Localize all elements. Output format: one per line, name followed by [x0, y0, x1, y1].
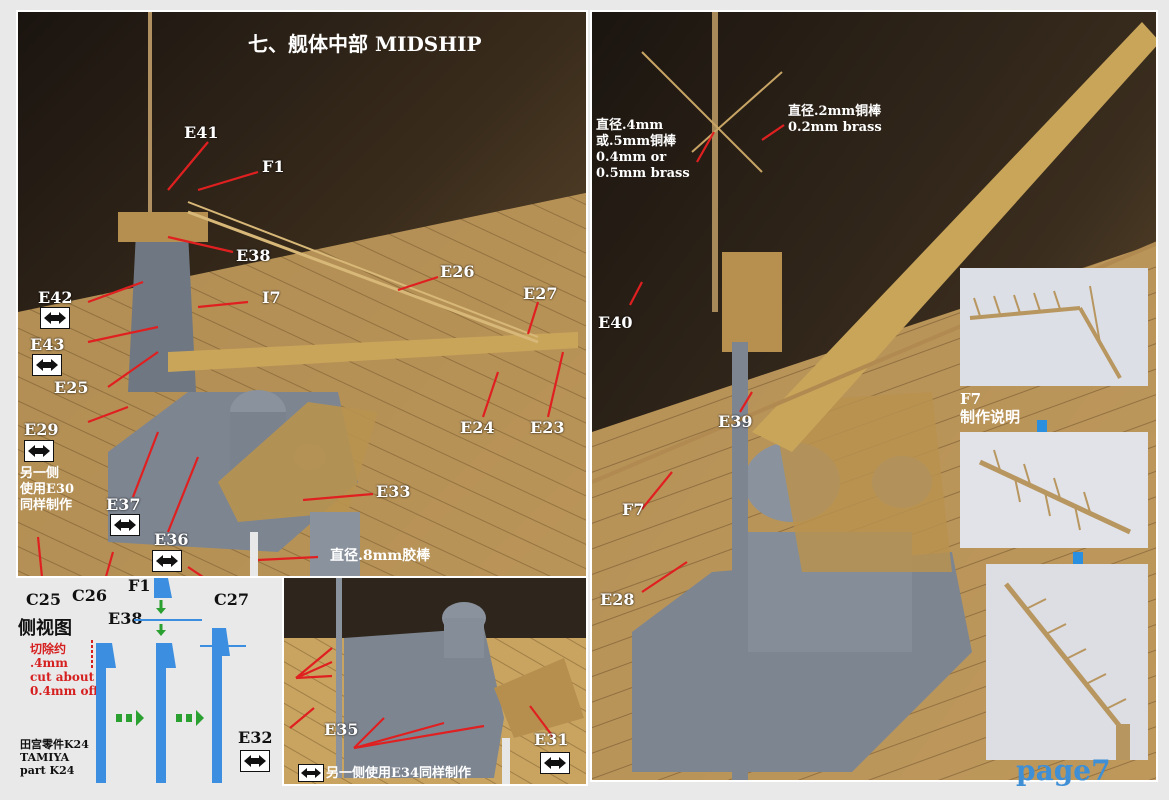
label-e38-side: E38 — [108, 609, 143, 628]
side-view-title: 侧视图 — [18, 618, 72, 639]
tamiya-note-1: 田宫零件K24 — [20, 738, 89, 751]
rod-note-1-line-1: 直径.4mm — [596, 118, 664, 133]
right-photo-panel: 直径.4mm 或.5mm铜棒 0.4mm or 0.5mm brass 直径.2… — [590, 10, 1158, 782]
mirror-icon — [24, 440, 54, 462]
side-view-drawing — [91, 578, 246, 783]
right-leader-lines — [629, 124, 785, 593]
label-e38: E38 — [236, 246, 271, 265]
cut-note-3: cut about — [30, 670, 95, 684]
rod-note-1-line-4: 0.5mm brass — [596, 166, 690, 181]
label-e24: E24 — [460, 418, 495, 437]
label-e43: E43 — [30, 335, 65, 354]
label-f7: F7 — [622, 500, 645, 519]
note-other-side: 另一侧 使用E30 同样制作 — [20, 466, 74, 514]
side-view-diagram: F1 E38 侧视图 切除约 .4mm cut about 0.4mm off … — [16, 578, 280, 790]
detail-photo-panel: H1 E35 E31 另一侧使用E34同样制作 — [282, 576, 588, 786]
mirror-icon — [152, 550, 182, 572]
detail-note: 另一侧使用E34同样制作 — [326, 766, 471, 781]
mirror-icon — [298, 764, 324, 782]
mirror-icon — [32, 354, 62, 376]
rod-note-1-line-2: 或.5mm铜棒 — [596, 134, 677, 149]
cut-note: 切除约 .4mm cut about 0.4mm off — [30, 642, 98, 698]
tamiya-note-3: part K24 — [20, 764, 75, 777]
label-e31: E31 — [534, 730, 569, 749]
label-e35: E35 — [324, 720, 359, 739]
page-number: page7 — [1016, 754, 1111, 787]
label-f1: F1 — [262, 157, 285, 176]
rod-note-1-line-3: 0.4mm or — [596, 150, 667, 165]
f7-photo-3 — [986, 564, 1148, 760]
label-e39: E39 — [718, 412, 753, 431]
rod-note-2-line-2: 0.2mm brass — [788, 120, 882, 135]
tamiya-note: 田宫零件K24 TAMIYA part K24 — [20, 738, 89, 777]
main-photo — [18, 12, 586, 576]
page-title: 七、舰体中部 MIDSHIP — [248, 32, 482, 56]
label-e37: E37 — [106, 495, 141, 514]
label-e42: E42 — [38, 288, 73, 307]
note-line-3: 同样制作 — [20, 498, 73, 513]
cut-note-4: 0.4mm off — [30, 684, 99, 698]
mirror-icon — [40, 307, 70, 329]
label-e36: E36 — [154, 530, 189, 549]
label-c25: C25 — [26, 590, 61, 609]
rod-note-2: 直径.2mm铜棒 0.2mm brass — [788, 104, 882, 136]
label-c27: C27 — [214, 590, 249, 609]
label-e33: E33 — [376, 482, 411, 501]
label-e41: E41 — [184, 123, 219, 142]
f7-title: F7 — [960, 390, 982, 408]
label-c26: C26 — [72, 586, 107, 605]
detail-leader-lines — [289, 647, 555, 750]
f7-instruction-title: F7 制作说明 — [960, 390, 1020, 426]
tamiya-note-2: TAMIYA — [20, 751, 70, 764]
mirror-icon — [110, 514, 140, 536]
label-e26: E26 — [440, 262, 475, 281]
label-e40: E40 — [598, 313, 633, 332]
label-e25: E25 — [54, 378, 89, 397]
note-line-2: 使用E30 — [20, 482, 74, 497]
f7-subtitle: 制作说明 — [960, 408, 1021, 426]
label-e29: E29 — [24, 420, 59, 439]
mirror-icon — [540, 752, 570, 774]
label-e32: E32 — [238, 728, 273, 747]
cut-note-1: 切除约 — [30, 642, 67, 656]
rod-note-1: 直径.4mm 或.5mm铜棒 0.4mm or 0.5mm brass — [596, 118, 690, 182]
main-photo-panel: 七、舰体中部 MIDSHIP E41 F1 E38 E26 E27 E42 I7… — [16, 10, 588, 578]
cut-note-2: .4mm — [30, 656, 68, 670]
label-i7: I7 — [262, 288, 281, 307]
f7-photo-1 — [960, 268, 1148, 386]
label-e23: E23 — [530, 418, 565, 437]
f7-photo-2 — [960, 432, 1148, 548]
rod-note-2-line-1: 直径.2mm铜棒 — [788, 104, 882, 119]
label-e28: E28 — [600, 590, 635, 609]
note-line-1: 另一侧 — [20, 466, 60, 481]
mirror-icon — [240, 750, 270, 772]
label-e27: E27 — [523, 284, 558, 303]
leader-lines — [36, 141, 565, 576]
label-f1-side: F1 — [128, 576, 151, 595]
note-rod: 直径.8mm胶棒 — [330, 548, 431, 564]
